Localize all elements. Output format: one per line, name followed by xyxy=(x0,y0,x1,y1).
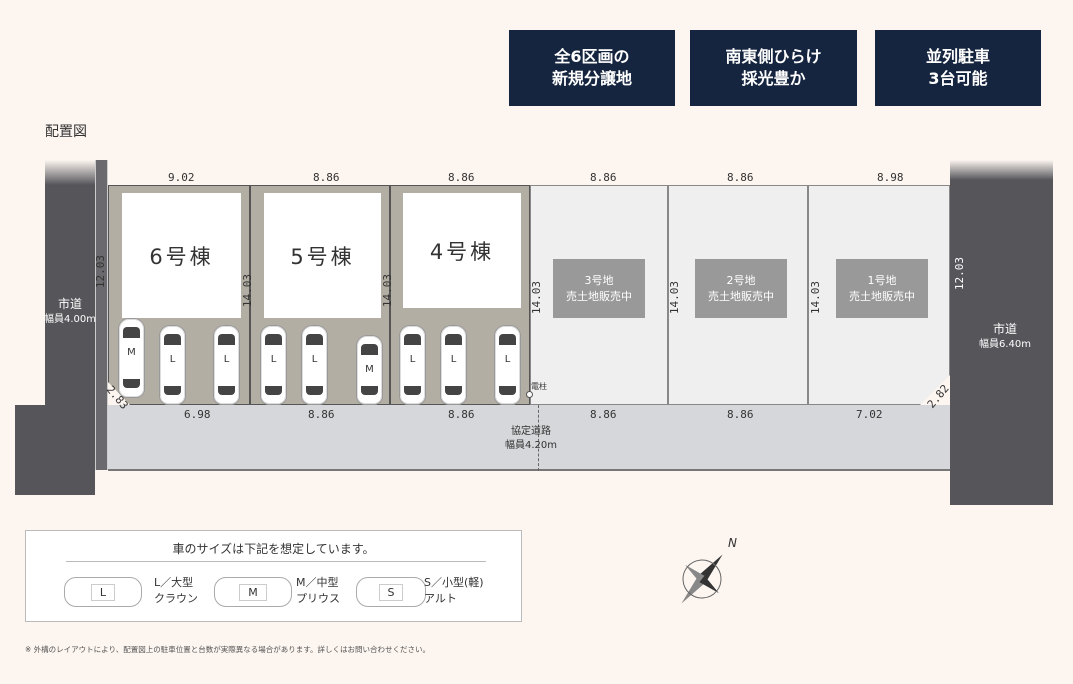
road-width-marker xyxy=(538,405,539,471)
car-size: L xyxy=(504,354,511,365)
badge-line: 3台可能 xyxy=(928,69,988,88)
legend-model: アルト xyxy=(424,592,457,605)
dim-depth: 14.03 xyxy=(530,280,544,315)
left-road-label: 市道幅員4.00m xyxy=(40,297,100,327)
dim-depth: 14.03 xyxy=(381,273,395,308)
dim-top: 8.86 xyxy=(590,171,617,184)
building-label: 6号棟 xyxy=(149,244,214,269)
car-size: M xyxy=(365,364,374,375)
right-road-label: 市道幅員6.40m xyxy=(965,322,1045,352)
dim-right-side: 12.03 xyxy=(953,256,967,291)
utility-pole-icon xyxy=(526,391,533,398)
lot-3-sale-label: 3号地売土地販売中 xyxy=(553,259,645,318)
car-size: L xyxy=(450,354,457,365)
feature-badge-lots: 全6区画の新規分譲地 xyxy=(509,30,675,106)
legend-item: L／大型クラウン xyxy=(154,575,198,607)
car-icon-large: L xyxy=(64,577,142,607)
parked-car: L xyxy=(399,325,426,405)
parked-car: M xyxy=(356,335,383,405)
footnote: ※ 外構のレイアウトにより、配置図上の駐車位置と台数が実際異なる場合があります。… xyxy=(25,645,430,654)
car-code: M xyxy=(239,583,267,601)
car-icon-medium: M xyxy=(214,577,292,607)
section-title: 配置図 xyxy=(45,124,87,140)
car-code: S xyxy=(378,583,404,601)
dim-bottom: 7.02 xyxy=(856,408,883,421)
car-size: L xyxy=(311,354,318,365)
badge-line: 南東側ひらけ xyxy=(725,47,822,66)
dim-top: 9.02 xyxy=(168,171,195,184)
legend-item: M／中型プリウス xyxy=(296,575,340,607)
legend-size: S／小型(軽) xyxy=(424,576,484,589)
road-width: 幅員4.00m xyxy=(43,314,96,325)
dim-top: 8.86 xyxy=(727,171,754,184)
building-label: 4号棟 xyxy=(429,239,495,264)
right-road xyxy=(950,160,1053,505)
utility-pole-label: 電柱 xyxy=(531,382,547,391)
building-4: 4号棟 xyxy=(403,193,521,308)
car-size: L xyxy=(169,354,176,365)
legend-model: プリウス xyxy=(296,592,340,605)
road-name: 市道 xyxy=(992,322,1017,336)
car-size: L xyxy=(409,354,416,365)
car-size: M xyxy=(127,347,136,358)
lot-status: 売土地販売中 xyxy=(566,289,632,303)
road-name: 市道 xyxy=(57,297,82,311)
badge-line: 新規分譲地 xyxy=(551,69,632,88)
legend-item: S／小型(軽) アルト xyxy=(424,575,484,607)
car-size-legend: 車のサイズは下記を想定しています。 L L／大型クラウン M M／中型プリウス … xyxy=(25,530,522,622)
badge-line: 採光豊か xyxy=(741,69,806,88)
legend-model: クラウン xyxy=(154,592,198,605)
left-road-lower xyxy=(15,405,95,495)
dim-top: 8.98 xyxy=(877,171,904,184)
dim-depth: 14.03 xyxy=(809,280,823,315)
left-road-edge xyxy=(95,160,108,470)
parked-car: M xyxy=(118,318,145,398)
lot-status: 売土地販売中 xyxy=(708,289,774,303)
parked-car: L xyxy=(301,325,328,405)
dim-left-side: 12.03 xyxy=(94,254,108,289)
parked-car: L xyxy=(213,325,240,405)
lot-2-sale-label: 2号地売土地販売中 xyxy=(695,259,787,318)
parked-car: L xyxy=(159,325,186,405)
compass-north: N xyxy=(728,536,737,550)
dim-bottom: 8.86 xyxy=(308,408,335,421)
legend-title: 車のサイズは下記を想定しています。 xyxy=(172,542,375,556)
compass-icon: N xyxy=(681,536,737,604)
private-road xyxy=(108,405,950,471)
dim-depth: 14.03 xyxy=(241,273,255,308)
car-icon-small: S xyxy=(356,577,426,607)
car-size: L xyxy=(270,354,277,365)
feature-badge-parking: 並列駐車 3台可能 xyxy=(875,30,1041,106)
feature-badge-light: 南東側ひらけ採光豊か xyxy=(690,30,857,106)
building-label: 5号棟 xyxy=(290,244,355,269)
parked-car: L xyxy=(260,325,287,405)
lot-name: 3号地 xyxy=(584,273,614,287)
private-road-label: 協定道路幅員4.20m xyxy=(505,425,557,453)
badge-line: 並列駐車 xyxy=(925,47,990,66)
dim-bottom: 6.98 xyxy=(184,408,211,421)
road-name: 協定道路 xyxy=(511,426,551,437)
dim-top: 8.86 xyxy=(448,171,475,184)
badge-line: 全6区画の xyxy=(554,47,630,66)
parked-car: L xyxy=(494,325,521,405)
legend-size: L／大型 xyxy=(154,576,194,589)
car-code: L xyxy=(90,583,116,601)
dim-bottom: 8.86 xyxy=(727,408,754,421)
building-5: 5号棟 xyxy=(264,193,381,318)
lot-name: 2号地 xyxy=(726,273,756,287)
building-6: 6号棟 xyxy=(122,193,241,318)
parked-car: L xyxy=(440,325,467,405)
dim-bottom: 8.86 xyxy=(590,408,617,421)
dim-bottom: 8.86 xyxy=(448,408,475,421)
dim-depth: 14.03 xyxy=(668,280,682,315)
road-width: 幅員6.40m xyxy=(978,339,1031,350)
car-size: L xyxy=(223,354,230,365)
lot-1-sale-label: 1号地売土地販売中 xyxy=(836,259,928,318)
legend-divider xyxy=(66,561,486,562)
legend-size: M／中型 xyxy=(296,576,339,589)
lot-status: 売土地販売中 xyxy=(849,289,915,303)
dim-top: 8.86 xyxy=(313,171,340,184)
road-width: 幅員4.20m xyxy=(505,440,558,451)
lot-name: 1号地 xyxy=(867,273,897,287)
